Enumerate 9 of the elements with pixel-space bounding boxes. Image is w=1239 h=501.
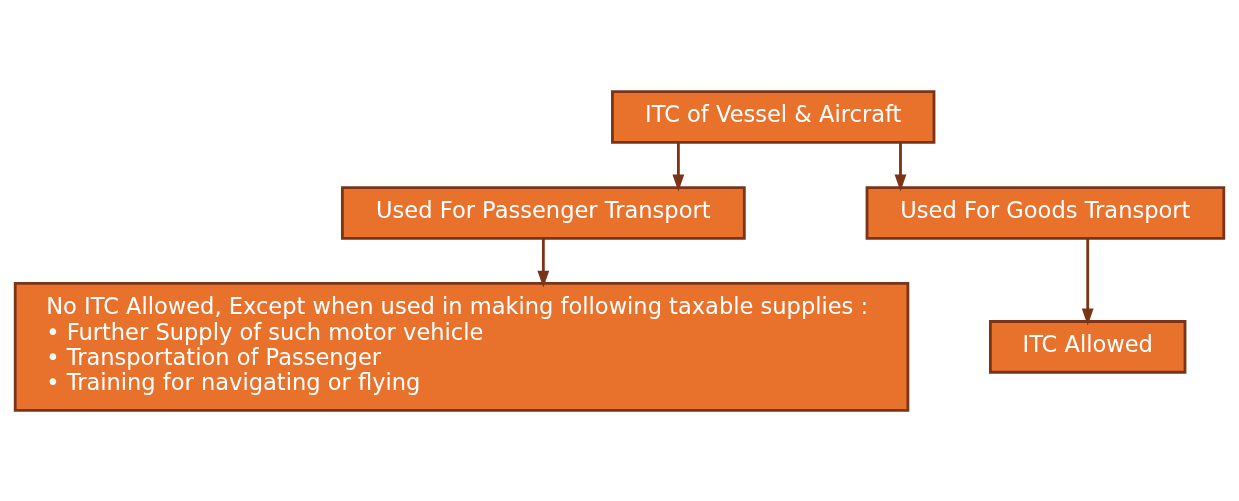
arrow <box>894 142 907 191</box>
arrow <box>537 238 550 288</box>
arrow <box>672 142 685 191</box>
node-box: ITC of Vessel & Aircraft <box>611 89 936 144</box>
node-box: Used For Passenger Transport <box>340 185 746 240</box>
node-box: No ITC Allowed, Except when used in making following taxable supplies : • Further Supply of such motor vehicle • Transportation of Passenger • Training for navigating or flying <box>13 281 910 412</box>
node-box: Used For Goods Transport <box>865 185 1226 240</box>
arrow <box>1081 238 1094 325</box>
node-box: ITC Allowed <box>989 319 1187 374</box>
